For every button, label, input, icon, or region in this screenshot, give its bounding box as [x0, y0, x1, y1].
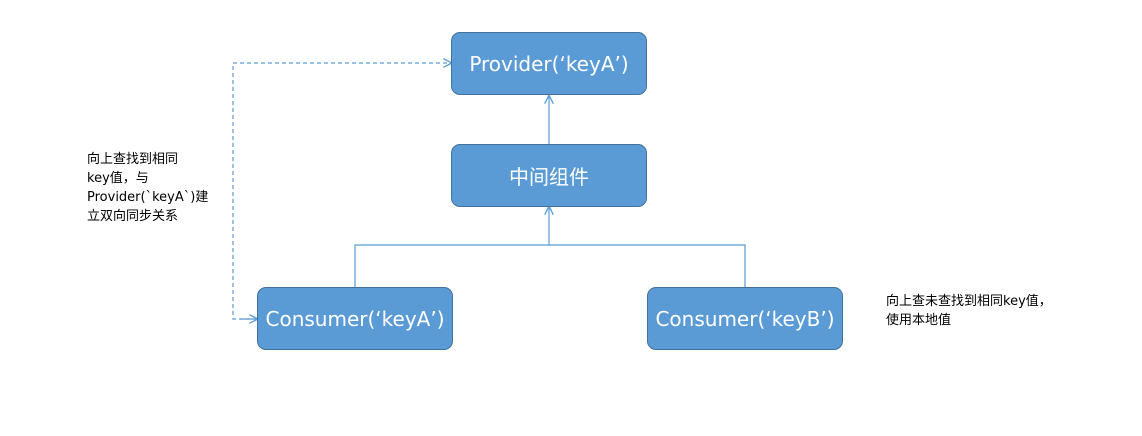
- left-annotation-line: 向上查找到相同: [87, 152, 179, 167]
- middle-component-node-label: 中间组件: [509, 165, 589, 189]
- consumer-b-node: Consumer(‘keyB’): [647, 287, 843, 350]
- right-annotation-line: 向上查未查找到相同key值，: [886, 294, 1052, 309]
- left-annotation: 向上查找到相同 key值，与 Provider(`keyA`)建 立双向同步关系: [87, 150, 208, 226]
- provider-node-label: Provider(‘keyA’): [469, 51, 629, 76]
- consumer-b-node-label: Consumer(‘keyB’): [655, 306, 835, 331]
- connector-consumer-a-branch: [354, 244, 549, 287]
- left-annotation-line: key值，与: [87, 171, 149, 186]
- right-annotation-line: 使用本地值: [886, 313, 952, 328]
- provider-node: Provider(‘keyA’): [451, 32, 647, 95]
- left-annotation-line: 立双向同步关系: [87, 209, 179, 224]
- middle-component-node: 中间组件: [451, 144, 647, 207]
- consumer-a-node: Consumer(‘keyA’): [257, 287, 453, 350]
- left-annotation-line: Provider(`keyA`)建: [87, 190, 209, 205]
- connector-consumer-b-branch: [549, 244, 746, 287]
- right-annotation: 向上查未查找到相同key值， 使用本地值: [886, 292, 1052, 330]
- consumer-a-node-label: Consumer(‘keyA’): [265, 306, 445, 331]
- dashed-sync-link: [232, 63, 451, 320]
